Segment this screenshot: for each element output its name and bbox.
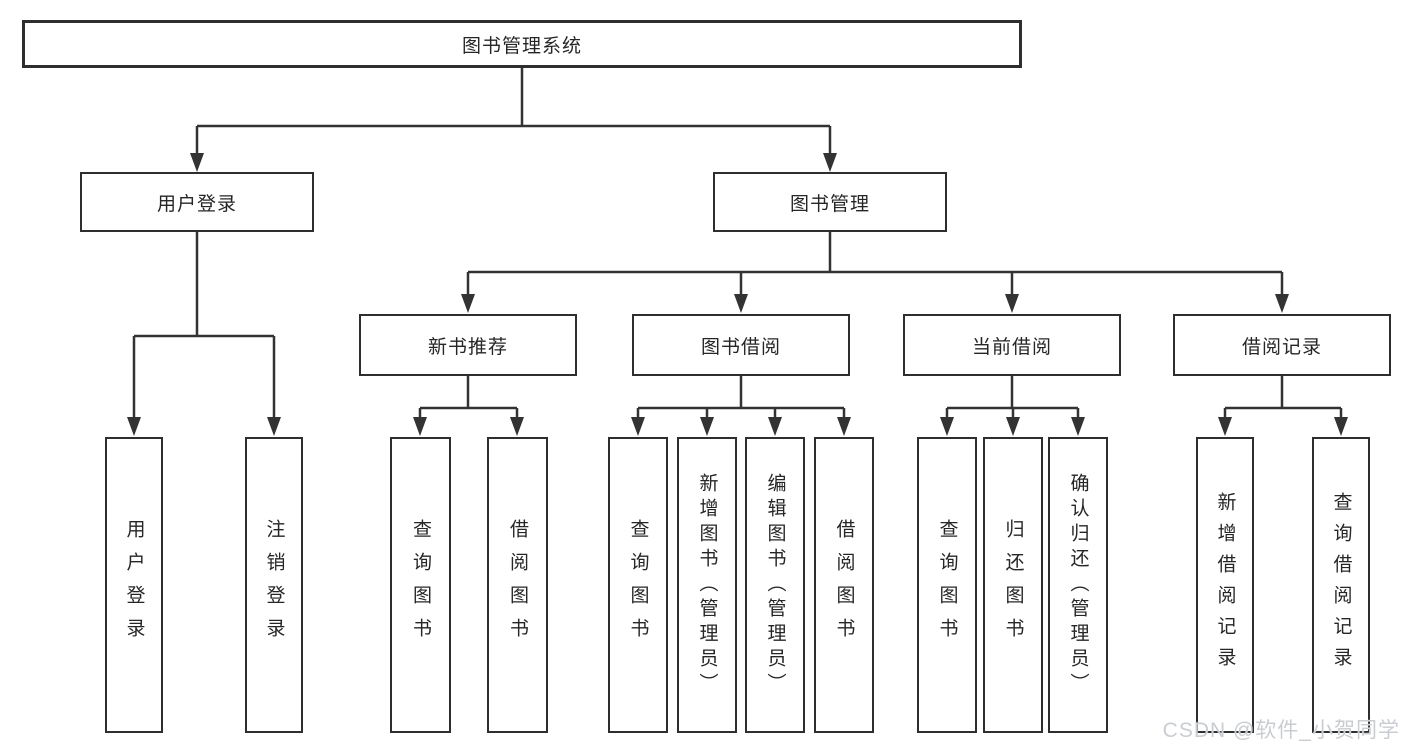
csdn-watermark: CSDN @软件_小贺同学 (1162, 719, 1400, 742)
leaf-newbook-query-books: 查询图书 (390, 437, 451, 733)
arrow-down-icon (1275, 294, 1289, 313)
node-book-borrow: 图书借阅 (632, 314, 850, 376)
arrow-down-icon (413, 417, 427, 436)
arrow-down-icon (768, 417, 782, 436)
leaf-label: 确认归还（管理员） (1067, 472, 1089, 698)
arrow-down-icon (267, 417, 281, 436)
connector-borrow-to-leaves (636, 376, 846, 419)
leaf-record-query-record: 查询借阅记录 (1312, 437, 1370, 733)
arrow-down-icon (1005, 294, 1019, 313)
node-borrow-record-label: 借阅记录 (1241, 336, 1322, 358)
leaf-label: 借阅图书 (833, 519, 855, 651)
node-current-borrow-label: 当前借阅 (971, 336, 1052, 358)
connector-login-to-leaves (132, 232, 276, 419)
arrow-down-icon (700, 417, 714, 436)
leaf-borrow-query-books: 查询图书 (608, 437, 668, 733)
node-book-management: 图书管理 (713, 172, 947, 232)
connector-current-to-leaves (945, 376, 1080, 419)
leaf-current-return-books: 归还图书 (983, 437, 1043, 733)
leaf-label: 查询图书 (936, 519, 958, 651)
connector-newbook-to-leaves (418, 376, 519, 419)
arrow-down-icon (631, 417, 645, 436)
arrow-down-icon (837, 417, 851, 436)
leaf-label: 编辑图书（管理员） (764, 472, 786, 698)
node-root-system: 图书管理系统 (22, 20, 1022, 68)
leaf-label: 查询图书 (410, 519, 431, 651)
leaf-login-user-login: 用户登录 (105, 437, 163, 733)
node-new-book-recommend: 新书推荐 (359, 314, 577, 376)
leaf-label: 查询借阅记录 (1330, 492, 1352, 678)
connector-management-to-level2 (466, 232, 1284, 296)
arrow-down-icon (1071, 417, 1085, 436)
node-new-book-label: 新书推荐 (427, 336, 508, 358)
node-borrow-record: 借阅记录 (1173, 314, 1391, 376)
arrow-down-icon (461, 294, 475, 313)
leaf-record-add-record: 新增借阅记录 (1196, 437, 1254, 733)
leaf-label: 借阅图书 (507, 519, 528, 651)
node-user-login-label: 用户登录 (156, 193, 237, 215)
arrow-down-icon (734, 294, 748, 313)
arrow-down-icon (940, 417, 954, 436)
leaf-borrow-edit-books-admin: 编辑图书（管理员） (745, 437, 805, 733)
arrow-down-icon (1218, 417, 1232, 436)
connector-root-to-level1 (195, 68, 832, 155)
leaf-label: 归还图书 (1002, 519, 1024, 651)
arrow-down-icon (1334, 417, 1348, 436)
leaf-label: 注销登录 (263, 519, 285, 651)
leaf-borrow-borrow-books: 借阅图书 (814, 437, 874, 733)
leaf-current-query-books: 查询图书 (917, 437, 977, 733)
node-root-label: 图书管理系统 (461, 35, 582, 57)
leaf-borrow-add-books-admin: 新增图书（管理员） (677, 437, 737, 733)
arrow-down-icon (190, 153, 204, 172)
arrow-down-icon (1006, 417, 1020, 436)
connector-record-to-leaves (1223, 376, 1343, 419)
node-current-borrow: 当前借阅 (903, 314, 1121, 376)
arrow-down-icon (823, 153, 837, 172)
leaf-label: 查询图书 (627, 519, 649, 651)
leaf-current-confirm-return-admin: 确认归还（管理员） (1048, 437, 1108, 733)
node-user-login: 用户登录 (80, 172, 314, 232)
leaf-label: 新增借阅记录 (1214, 492, 1236, 678)
leaf-newbook-borrow-books: 借阅图书 (487, 437, 548, 733)
arrow-down-icon (127, 417, 141, 436)
leaf-label: 用户登录 (123, 519, 145, 651)
arrowheads (127, 153, 1348, 436)
leaf-login-logout: 注销登录 (245, 437, 303, 733)
arrow-down-icon (510, 417, 524, 436)
node-book-borrow-label: 图书借阅 (700, 336, 781, 358)
node-book-management-label: 图书管理 (789, 193, 870, 215)
leaf-label: 新增图书（管理员） (696, 472, 718, 698)
